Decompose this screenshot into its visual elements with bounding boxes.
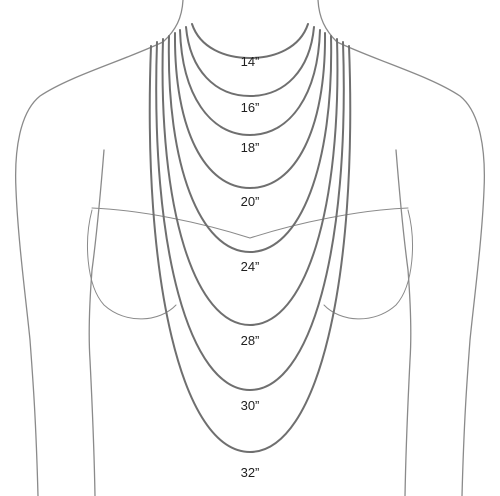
left-torso-line — [88, 149, 105, 496]
length-labels: 14” 16” 18” 20” 24” 28” 30” 32” — [241, 54, 260, 480]
chain-32 — [148, 45, 352, 454]
left-shoulder-line — [15, 41, 164, 496]
length-label-20: 20” — [241, 194, 260, 209]
chain-28 — [161, 38, 339, 327]
neck-left-line — [162, 0, 184, 43]
length-label-28: 28” — [241, 333, 260, 348]
length-label-32: 32” — [241, 465, 260, 480]
right-bust-curve — [323, 209, 413, 320]
chain-30 — [155, 41, 345, 392]
length-label-18: 18” — [241, 140, 260, 155]
right-shoulder-line — [336, 41, 485, 496]
length-label-30: 30” — [241, 398, 260, 413]
neck-right-line — [317, 0, 338, 43]
bust-top-line — [91, 207, 409, 239]
length-label-24: 24” — [241, 259, 260, 274]
body-outline — [15, 0, 485, 496]
chain-24 — [167, 35, 333, 254]
chain-20 — [173, 32, 327, 190]
left-bust-curve — [87, 209, 177, 320]
chain-16 — [185, 26, 315, 98]
length-label-16: 16” — [241, 100, 260, 115]
necklace-chains — [148, 23, 352, 454]
chain-14 — [191, 23, 309, 60]
right-torso-line — [395, 149, 412, 496]
length-label-14: 14” — [241, 54, 260, 69]
chain-18 — [179, 29, 321, 137]
